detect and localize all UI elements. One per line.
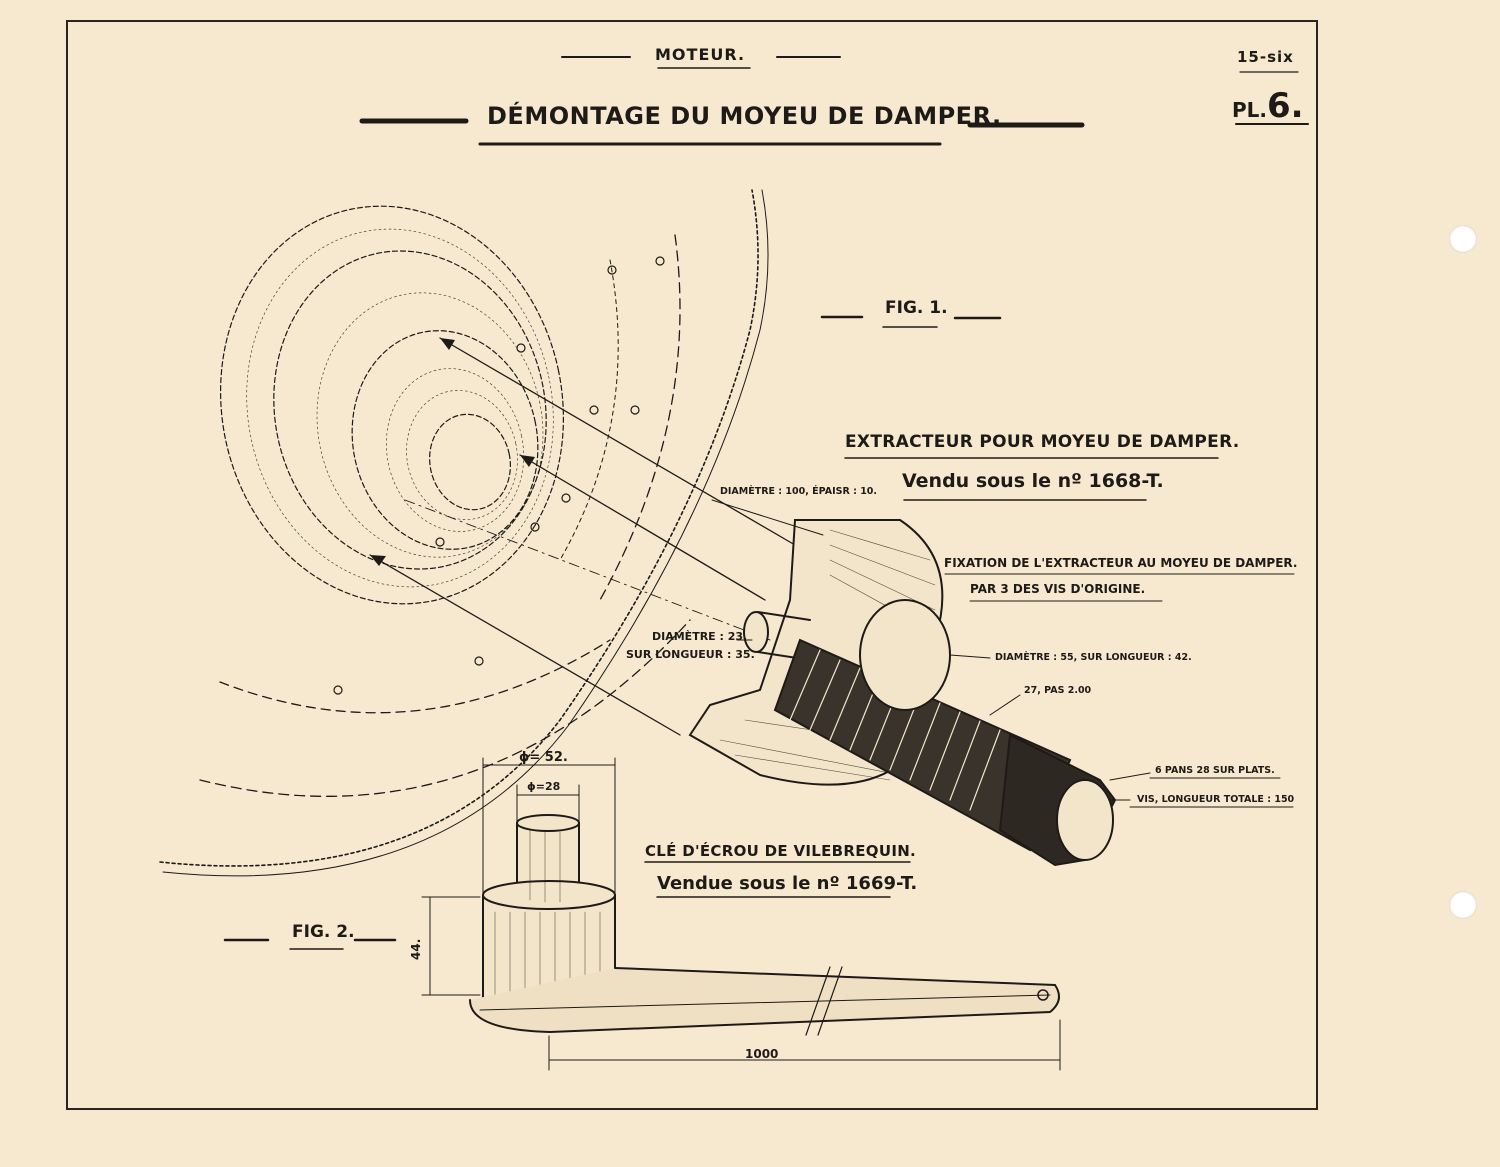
- wrench-title: CLÉ D'ÉCROU DE VILEBREQUIN.: [645, 842, 917, 860]
- plate-number: PL.6.: [1232, 86, 1304, 126]
- dimension-inner-diameter: ϕ=28: [527, 780, 561, 793]
- plate-number-value: 6.: [1267, 86, 1304, 126]
- extractor-part-number: Vendu sous le nº 1668-T.: [902, 470, 1164, 492]
- plate-prefix: PL.: [1232, 98, 1267, 122]
- dimension-boss: DIAMÈTRE : 55, SUR LONGUEUR : 42.: [995, 652, 1192, 663]
- wrench-part-number: Vendue sous le nº 1669-T.: [657, 873, 918, 894]
- dimension-pin-length: SUR LONGUEUR : 35.: [626, 648, 755, 661]
- header-section-label: MOTEUR.: [655, 45, 746, 64]
- dimension-thread: 27, PAS 2.00: [1024, 685, 1092, 696]
- figure2-label: FIG. 2.: [292, 922, 355, 942]
- figure1-label: FIG. 1.: [885, 298, 948, 318]
- dimension-screw-length: VIS, LONGUEUR TOTALE : 150: [1137, 794, 1295, 805]
- dimension-height: 44.: [409, 938, 423, 960]
- punch-hole-bottom: [1449, 891, 1477, 919]
- dimension-handle-length: 1000: [745, 1047, 779, 1061]
- dimension-outer-diameter: ϕ= 52.: [519, 750, 568, 765]
- dimension-hex: 6 PANS 28 SUR PLATS.: [1155, 765, 1275, 776]
- punch-hole-top: [1449, 225, 1477, 253]
- sheet-code: 15-six: [1237, 48, 1294, 66]
- dimension-plate: DIAMÈTRE : 100, ÉPAISR : 10.: [720, 486, 878, 497]
- fixation-note-line1: FIXATION DE L'EXTRACTEUR AU MOYEU DE DAM…: [944, 556, 1298, 570]
- page-title: DÉMONTAGE DU MOYEU DE DAMPER.: [487, 102, 1002, 130]
- dimension-pin-diameter: DIAMÈTRE : 23.: [652, 630, 748, 643]
- fixation-note-line2: PAR 3 DES VIS D'ORIGINE.: [970, 582, 1146, 596]
- extractor-title: EXTRACTEUR POUR MOYEU DE DAMPER.: [845, 432, 1240, 452]
- drawing-frame: [66, 20, 1318, 1110]
